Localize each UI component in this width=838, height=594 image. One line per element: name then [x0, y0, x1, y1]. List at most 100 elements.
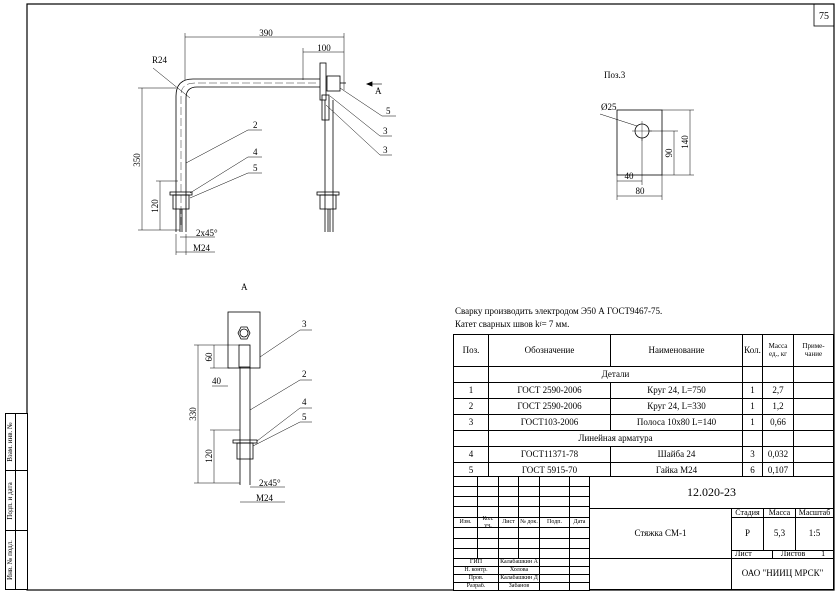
table-cell [793, 414, 834, 431]
table-cell: 0,66 [762, 414, 794, 431]
section-title: Детали [488, 366, 743, 383]
callout: 5 [302, 412, 307, 422]
dim-60: 60 [204, 352, 214, 362]
nut-5-left [172, 194, 190, 210]
blank-cell [589, 558, 732, 590]
note-weld-leg-subscript: f [539, 321, 542, 328]
view-a-title: A [241, 282, 248, 292]
dim-thread: M24 [256, 493, 274, 503]
table-cell: Полоса 10x80 L=140 [610, 414, 743, 431]
sheet-frame [26, 3, 835, 591]
side-label-original-inv: Инв. № подл. [5, 540, 14, 580]
table-cell: 0,032 [762, 446, 794, 463]
dim-chamfer: 2x45° [259, 478, 281, 488]
table-cell: Круг 24, L=750 [610, 382, 743, 399]
table-cell: 4 [453, 446, 489, 463]
section-blank-cell [453, 430, 489, 447]
header-note: Приме-чание [793, 334, 834, 367]
plate-weld [321, 94, 330, 121]
plate-3 [319, 62, 327, 101]
callout: 5 [386, 106, 391, 116]
signature-role: Разраб. [453, 582, 499, 591]
side-label-sign-date: Подп. и дата [5, 482, 14, 520]
dim-140: 140 [680, 135, 690, 149]
nut-5 [326, 75, 341, 92]
sheet-number-box [813, 3, 835, 27]
section-title: Линейная арматура [488, 430, 743, 447]
section-blank-cell [453, 366, 489, 383]
header-pos: Поз. [453, 334, 489, 367]
table-cell: 1,2 [762, 398, 794, 415]
dim-80: 80 [636, 186, 646, 196]
callout: 4 [302, 397, 307, 407]
table-cell: Круг 24, L=330 [610, 398, 743, 415]
dim-100: 100 [317, 43, 331, 53]
dim-120: 120 [150, 199, 160, 213]
sheets-value: 1 [821, 549, 826, 559]
header-designation: Обозначение [488, 334, 611, 367]
callout: 3 [383, 145, 388, 155]
mass-value: 5,3 [763, 517, 796, 551]
pos3-view [599, 109, 694, 200]
table-cell: Шайба 24 [610, 446, 743, 463]
table-cell [793, 446, 834, 463]
table-cell: 1 [453, 382, 489, 399]
view-arrow-label: A [375, 86, 382, 96]
header-mass: Масса ед., кг [762, 334, 794, 367]
section-blank-cell [742, 366, 763, 383]
dim-90: 90 [664, 148, 674, 158]
scale-value: 1:5 [795, 517, 834, 551]
washer-4 [169, 191, 193, 196]
table-cell: ГОСТ103-2006 [488, 414, 611, 431]
callout: 2 [253, 120, 258, 130]
callout: 3 [302, 319, 307, 329]
table-cell [793, 398, 834, 415]
doc-title: Стяжка СМ-1 [589, 508, 732, 559]
section-blank-cell [793, 430, 834, 447]
main-view [138, 33, 396, 255]
rod-1-inner [185, 86, 320, 232]
table-cell: 2,7 [762, 382, 794, 399]
rod-1-outer [175, 78, 320, 232]
note-weld-leg: Катет сварных швов k f = 7 мм. [455, 320, 569, 329]
note-welding: Сварку производить электродом Э50 А ГОСТ… [455, 306, 663, 316]
dim-350: 350 [132, 153, 142, 167]
dim-chamfer: 2x45° [196, 228, 218, 238]
view-a [194, 311, 312, 503]
dim-radius: R24 [152, 55, 168, 65]
signature-name: Забанов [498, 582, 540, 591]
table-cell: 2 [453, 398, 489, 415]
section-blank-cell [762, 366, 794, 383]
dim-120: 120 [204, 449, 214, 463]
sheet-number: 75 [819, 11, 829, 22]
side-cell [5, 530, 28, 590]
side-label-replaced-inv: Взам. инв. № [5, 422, 14, 462]
table-cell: 3 [453, 414, 489, 431]
organization: ОАО "НИИЦ МРСК" [731, 558, 834, 590]
section-blank-cell [742, 430, 763, 447]
dim-390: 390 [259, 28, 273, 38]
table-cell: ГОСТ 2590-2006 [488, 382, 611, 399]
header-qty: Кол. [742, 334, 763, 367]
nut-5-right [319, 194, 337, 210]
stage-value: Р [731, 517, 764, 551]
table-cell: 1 [742, 382, 763, 399]
callout: 5 [253, 163, 258, 173]
table-cell: 1 [742, 414, 763, 431]
callout: 3 [383, 126, 388, 136]
table-cell: ГОСТ11371-78 [488, 446, 611, 463]
table-cell: 1 [742, 398, 763, 415]
dim-40: 40 [625, 171, 635, 181]
table-cell: 3 [742, 446, 763, 463]
sheets-label: Листов [780, 549, 806, 559]
pos3-title: Поз.3 [604, 70, 626, 80]
callout: 4 [253, 147, 258, 157]
section-blank-cell [762, 430, 794, 447]
dim-330: 330 [188, 407, 198, 421]
note-weld-leg-text: Катет сварных швов k [455, 319, 540, 329]
dim-hole: Ø25 [601, 102, 617, 112]
note-weld-leg-value: = 7 мм. [541, 319, 570, 329]
doc-code: 12.020-23 [589, 476, 834, 509]
dim-40: 40 [212, 376, 222, 386]
